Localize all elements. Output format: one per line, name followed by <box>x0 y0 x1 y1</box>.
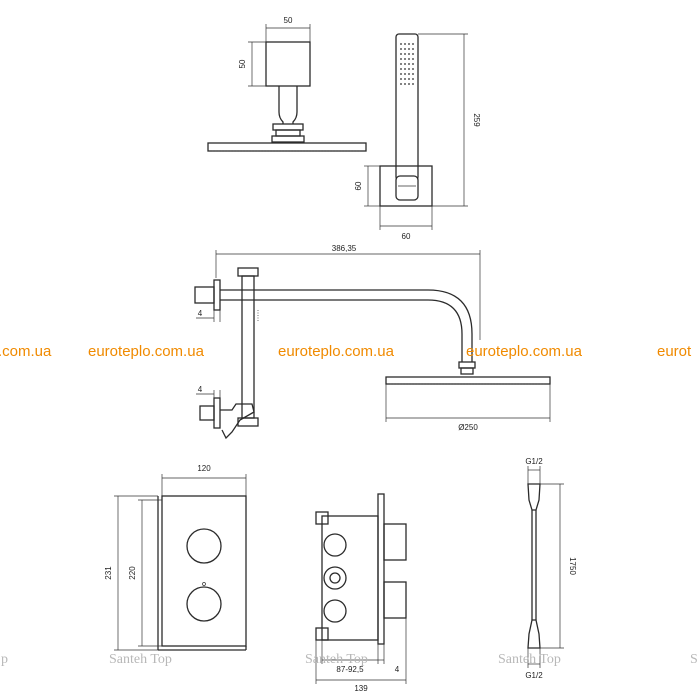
watermark-site-3: euroteplo.com.ua <box>466 343 583 360</box>
concealed-box <box>315 493 407 684</box>
dim-panel-height-inner: 220 <box>128 566 137 580</box>
dim-panel-width: 120 <box>197 464 211 473</box>
dim-box-depth-range: 87-92,5 <box>336 665 364 674</box>
mixer-panel <box>114 474 247 651</box>
dim-head-mount-width: 50 <box>284 16 293 25</box>
watermark-site-2: euroteplo.com.ua <box>278 343 395 360</box>
dim-hose-length: 1750 <box>568 557 577 575</box>
dim-box-offset: 4 <box>395 665 400 674</box>
dim-flange-depth-bottom: 4 <box>198 385 203 394</box>
hand-shower-nozzles <box>400 43 414 85</box>
watermark-site-1: euroteplo.com.ua <box>88 343 205 360</box>
dim-hose-thread-bottom: G1/2 <box>525 671 543 680</box>
hand-shower-holder <box>364 33 468 230</box>
watermark-shop-3: Santeh Top <box>498 652 561 667</box>
watermark-shop-partial-left: p <box>1 652 8 667</box>
watermark-site-partial-left: .com.ua <box>0 343 52 360</box>
dim-holder-width: 60 <box>402 232 411 241</box>
watermark-shop-partial-right: S <box>690 652 698 667</box>
dim-head-diameter: Ø250 <box>458 423 478 432</box>
shower-hose <box>527 466 564 668</box>
dim-arm-length: 386,35 <box>332 244 357 253</box>
dim-hose-thread-top: G1/2 <box>525 457 543 466</box>
watermark-shop-1: Santeh Top <box>109 652 172 667</box>
dim-box-width: 139 <box>354 684 368 693</box>
dim-flange-depth-top: 4 <box>198 309 203 318</box>
wall-arm-assembly <box>194 250 551 440</box>
watermark-shop-2: Santeh Top <box>305 652 368 667</box>
watermark-site-partial-right: eurot <box>657 343 692 360</box>
dim-holder-height: 60 <box>354 181 363 190</box>
ceiling-shower-head <box>207 24 367 152</box>
dim-hand-shower-length: 259 <box>472 113 481 127</box>
dim-head-mount-height: 50 <box>238 59 247 68</box>
dim-panel-height-outer: 231 <box>104 566 113 580</box>
